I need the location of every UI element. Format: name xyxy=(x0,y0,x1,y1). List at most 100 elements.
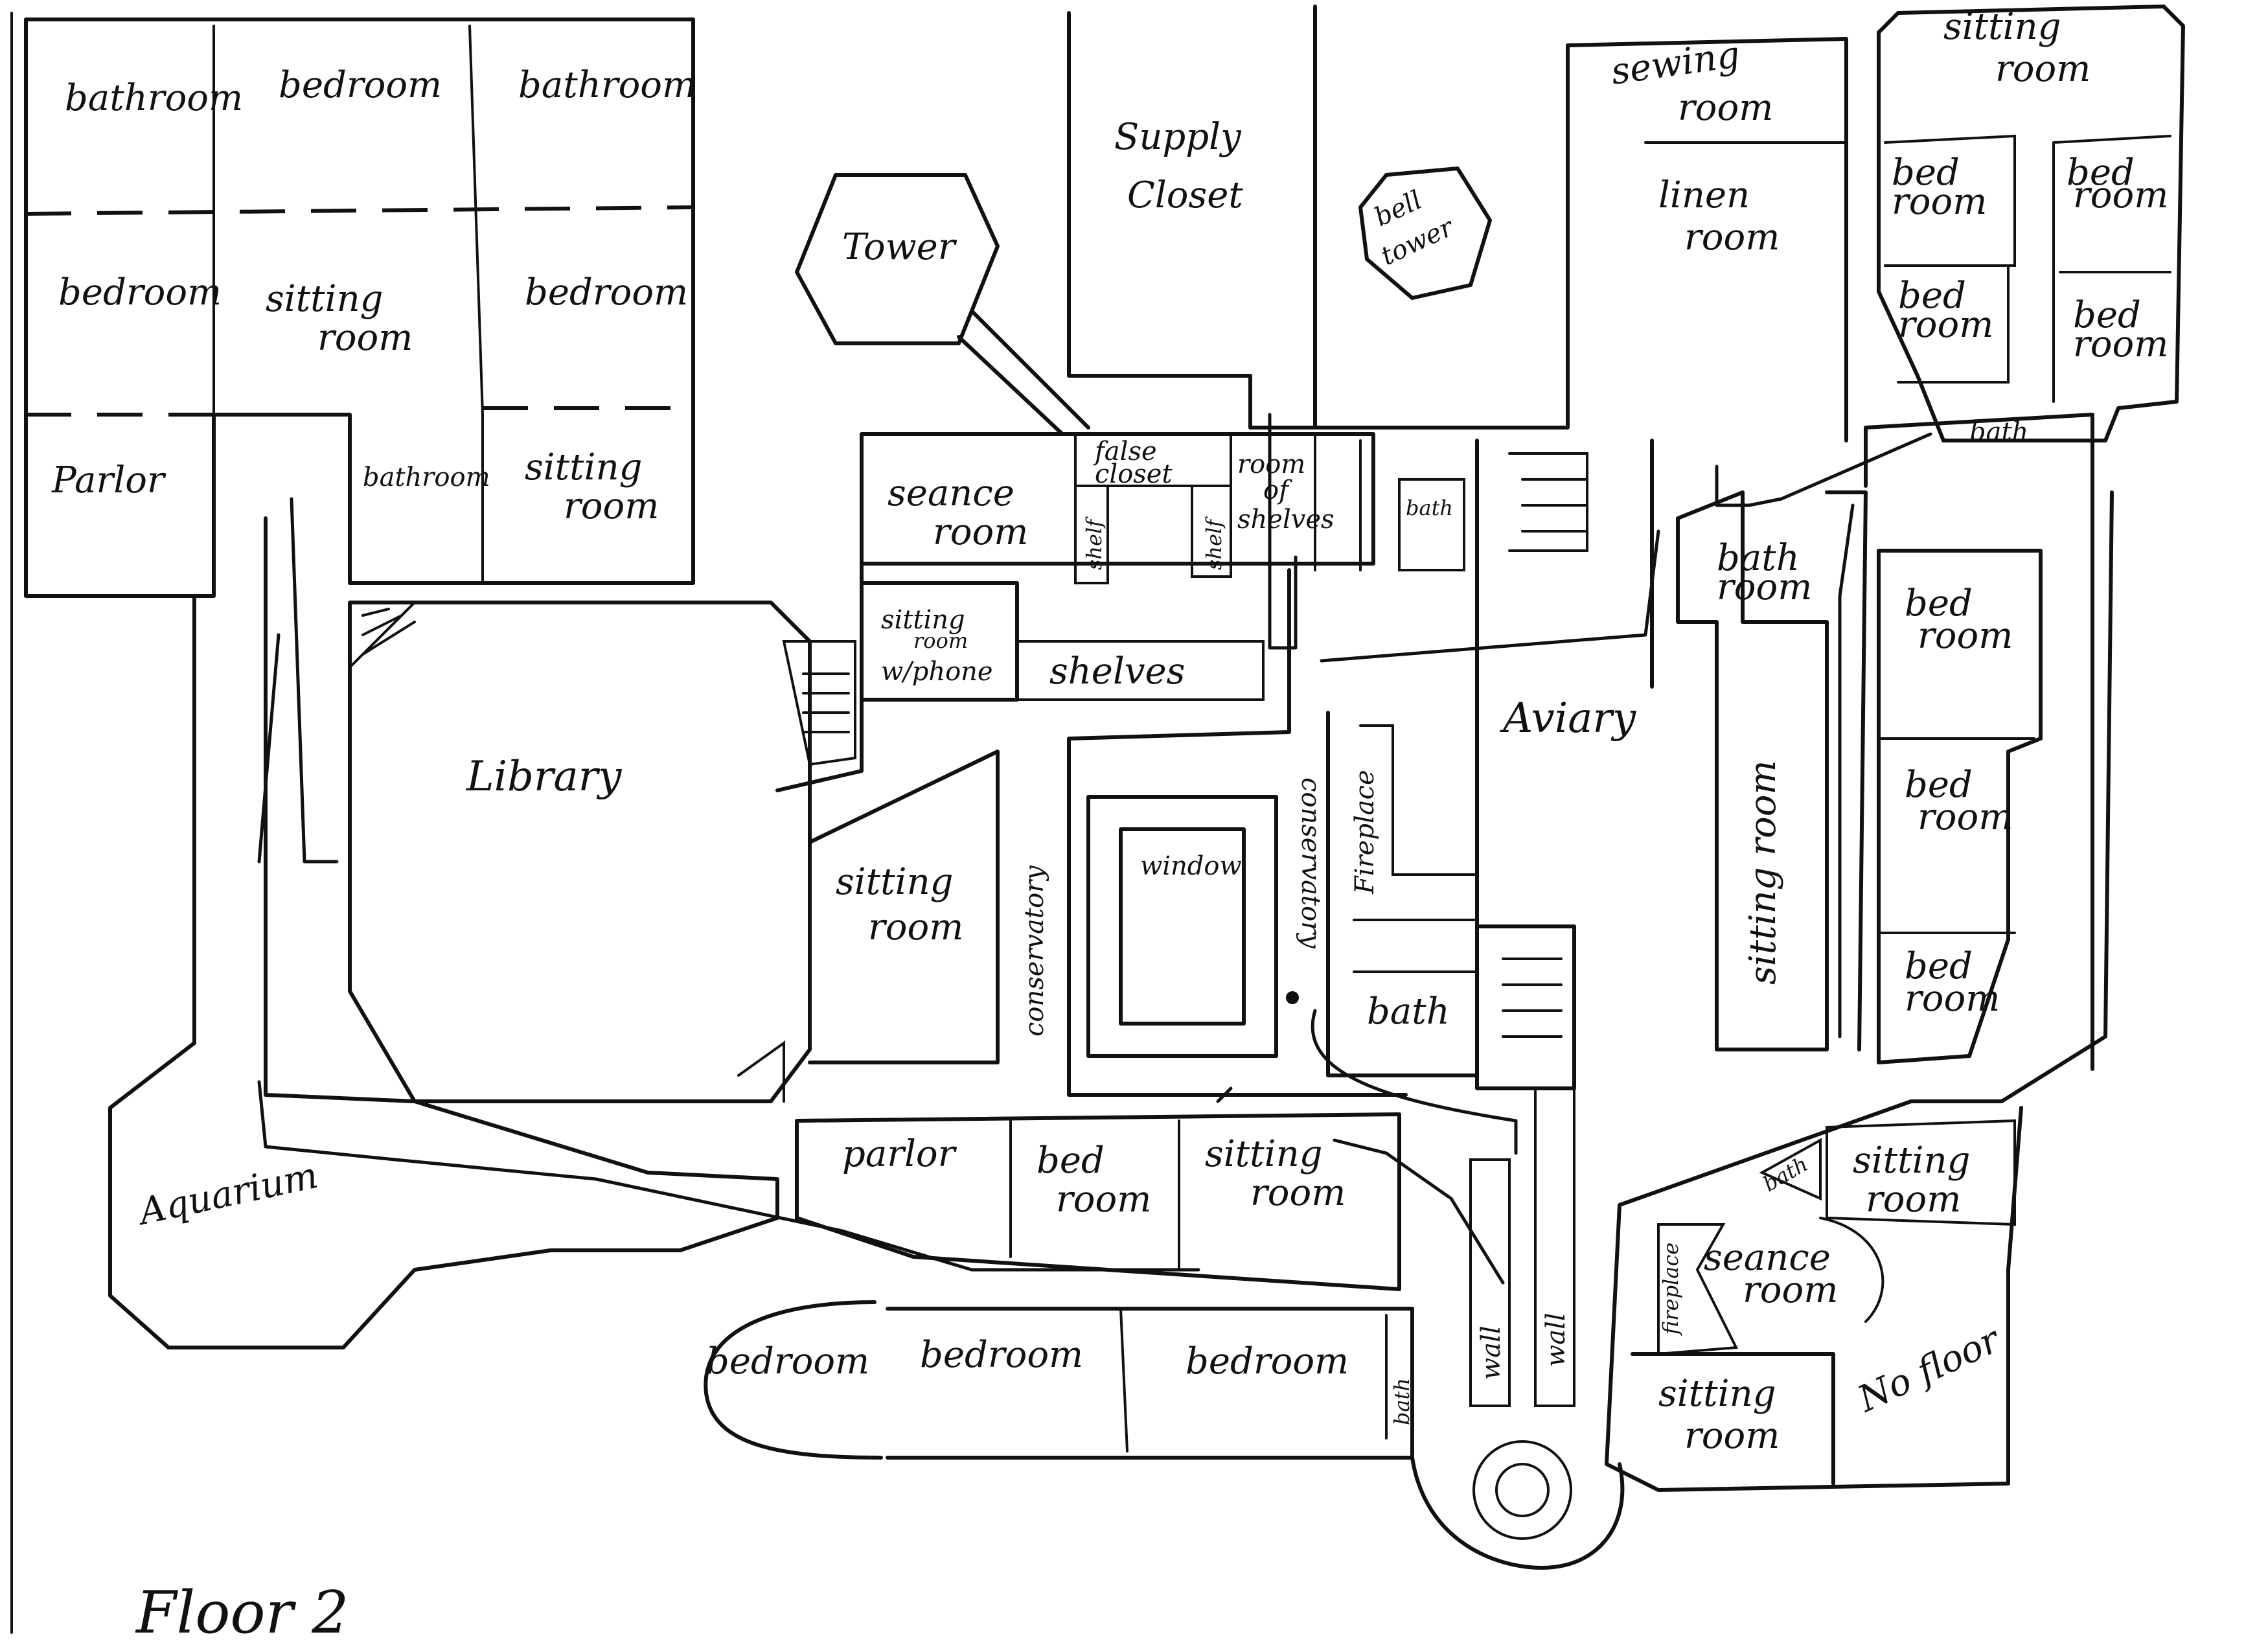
label-bath-small: bath xyxy=(1406,496,1453,520)
label-sitting-phone-a: sitting xyxy=(881,605,965,635)
label-aviary: Aviary xyxy=(1500,694,1636,742)
label-ne-bed-4b: room xyxy=(2073,323,2168,365)
label-bed-room-s-b: room xyxy=(1056,1178,1151,1221)
label-ne-bed-1a: bed xyxy=(1892,152,1960,194)
label-conservatory-right: conservatory xyxy=(1296,777,1325,949)
label-fireplace: Fireplace xyxy=(1350,770,1380,895)
label-nw-bedroom-right: bedroom xyxy=(525,271,688,314)
label-parlor-s: parlor xyxy=(842,1133,957,1175)
label-se-sitting-b: room xyxy=(1866,1178,1961,1221)
label-bath-mid: bath xyxy=(1367,991,1450,1033)
label-bed-room-s-a: bed xyxy=(1037,1140,1105,1182)
label-wall-2: wall xyxy=(1541,1313,1571,1367)
label-ne-bed-4a: bed xyxy=(2073,294,2141,336)
label-bedroom-round: bedroom xyxy=(706,1340,869,1382)
label-library: Library xyxy=(466,753,622,801)
label-room-of-shelves-c: shelves xyxy=(1237,505,1334,534)
label-room-of-shelves-a: room xyxy=(1237,450,1305,479)
se-rooms xyxy=(1631,1119,2016,1486)
label-conservatory-left: conservatory xyxy=(1020,865,1049,1037)
south-rooms xyxy=(704,1112,1414,1460)
label-se-seance-b: room xyxy=(1743,1269,1838,1311)
label-wall-1: wall xyxy=(1476,1325,1506,1380)
label-bath-room-a: bath xyxy=(1717,537,1800,579)
label-e-bed-3b: room xyxy=(1905,978,2000,1020)
label-linen-b: room xyxy=(1684,216,1780,258)
stair-spiral xyxy=(1410,1087,1625,1570)
label-e-bed-3a: bed xyxy=(1905,945,1973,987)
label-nw-bedroom-top: bedroom xyxy=(279,64,442,106)
east-bedrooms xyxy=(1864,413,2094,1071)
label-ne-bath: bath xyxy=(1969,417,2028,447)
aviary xyxy=(1475,439,1654,1090)
label-ne-sitting-a: sitting xyxy=(1943,6,2061,48)
library xyxy=(348,601,812,1103)
label-ne-bed-1b: room xyxy=(1892,181,1987,223)
sewing-linen xyxy=(1313,37,1848,442)
label-bath-room-b: room xyxy=(1717,566,1812,608)
label-nw-bathroom-3: bathroom xyxy=(363,463,490,492)
label-room-of-shelves-b: of xyxy=(1263,476,1292,505)
label-ne-bed-2b: room xyxy=(2073,174,2168,216)
label-bedroom-s3: bedroom xyxy=(1186,1340,1349,1382)
bell-tower xyxy=(1358,166,1492,300)
label-e-bed-2b: room xyxy=(1918,796,2013,838)
label-sitting-phone-c: w/phone xyxy=(881,657,993,687)
label-se-fireplace: fireplace xyxy=(1658,1243,1683,1336)
label-se-sitting-a: sitting xyxy=(1853,1140,1970,1182)
east-middle xyxy=(1676,490,1868,1051)
label-se-seance-a: seance xyxy=(1704,1237,1831,1279)
label-sitting-phone-b: room xyxy=(913,628,968,653)
label-nw-sitting2-a: sitting xyxy=(525,446,642,488)
label-ne-sitting-b: room xyxy=(1995,48,2090,90)
label-window: window xyxy=(1140,851,1242,881)
label-ne-bed-3b: room xyxy=(1898,304,1993,346)
label-ne-bed-3a: bed xyxy=(1898,275,1966,317)
aquarium-wing xyxy=(108,516,779,1349)
label-nw-sitting-b: room xyxy=(317,317,413,359)
label-seance-room-b: room xyxy=(933,511,1028,553)
ne-wing xyxy=(1877,5,2185,442)
label-ne-bed-2a: bed xyxy=(2067,152,2135,194)
label-supply-closet-a: Supply xyxy=(1114,116,1242,158)
label-e-bed-2a: bed xyxy=(1905,764,1973,806)
label-tower: Tower xyxy=(842,226,957,268)
east-outer-wall xyxy=(1605,490,2114,1492)
label-nw-bathroom-1: bathroom xyxy=(65,77,243,119)
label-e-bed-1b: room xyxy=(1918,615,2013,657)
label-supply-closet-b: Closet xyxy=(1127,174,1243,216)
label-no-floor: No floor xyxy=(1851,1318,2008,1421)
nw-wing xyxy=(24,17,695,598)
label-linen-a: linen xyxy=(1658,174,1750,216)
label-false-closet-a: false xyxy=(1093,437,1157,466)
label-e-bed-1a: bed xyxy=(1905,582,1973,625)
label-sewing-b: room xyxy=(1678,87,1773,129)
label-se-sitting2-a: sitting xyxy=(1658,1373,1776,1415)
label-false-closet-b: closet xyxy=(1095,459,1173,489)
label-nw-sitting2-b: room xyxy=(564,485,659,527)
room-labels: bathroom bedroom bathroom bedroom sittin… xyxy=(51,6,2168,1457)
label-nw-sitting-a: sitting xyxy=(266,278,383,320)
supply-closet xyxy=(1067,5,1317,430)
label-nw-bathroom-2: bathroom xyxy=(518,64,696,106)
seance-block xyxy=(775,432,1465,1097)
label-se-sitting2-b: room xyxy=(1684,1415,1780,1457)
label-sitting-mid-a: sitting xyxy=(836,861,953,903)
label-aquarium: Aquarium xyxy=(133,1154,322,1234)
label-bedroom-s2: bedroom xyxy=(920,1334,1083,1376)
label-nw-bedroom-left: bedroom xyxy=(58,271,222,314)
label-bath-s-vertical: bath xyxy=(1390,1378,1414,1425)
traversal-path xyxy=(257,413,1932,1285)
label-sitting-mid-b: room xyxy=(868,906,963,948)
label-shelves: shelves xyxy=(1049,650,1185,693)
floor-label: Floor 2 xyxy=(135,1579,349,1647)
label-shelf-2: shelf xyxy=(1202,516,1226,570)
label-sitting-vertical: sitting room xyxy=(1742,760,1784,985)
label-sitting-s-a: sitting xyxy=(1205,1133,1322,1175)
label-sitting-s-b: room xyxy=(1250,1172,1346,1214)
tower xyxy=(795,173,1090,436)
label-shelf-1: shelf xyxy=(1082,516,1106,570)
label-seance-room-a: seance xyxy=(888,472,1014,514)
label-nw-parlor: Parlor xyxy=(51,459,166,501)
